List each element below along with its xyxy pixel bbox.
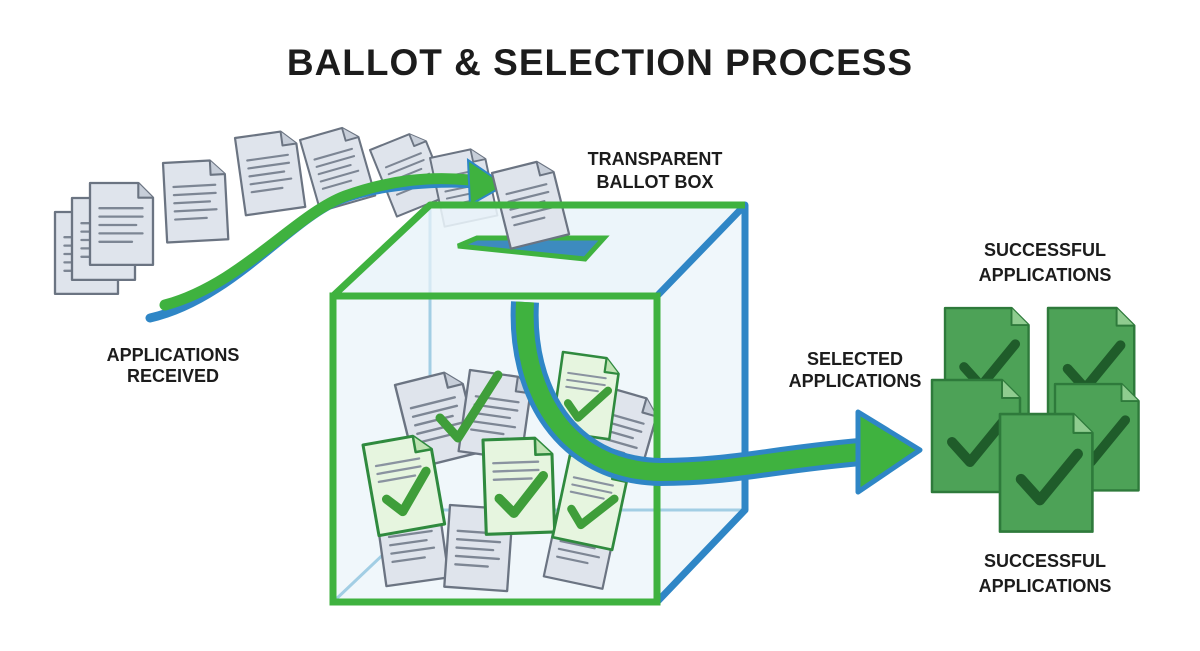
successful-applications-pile: [932, 308, 1139, 532]
label-line: APPLICATIONS: [978, 576, 1112, 596]
label-line: APPLICATIONS: [788, 371, 922, 391]
label-line: TRANSPARENT: [587, 149, 723, 169]
label-line: RECEIVED: [126, 366, 220, 386]
label-line: APPLICATIONS: [106, 345, 240, 365]
ballot-box-label: TRANSPARENT BALLOT BOX: [565, 148, 745, 194]
selected-applications-label: SELECTED APPLICATIONS: [760, 348, 950, 392]
ballot-box-contents: [363, 352, 662, 593]
successful-applications-label-top: SUCCESSFUL APPLICATIONS: [945, 238, 1145, 288]
incoming-applications-stack: [53, 181, 155, 296]
label-line: SUCCESSFUL: [983, 240, 1106, 260]
label-line: BALLOT BOX: [596, 172, 714, 192]
successful-applications-label-bottom: SUCCESSFUL APPLICATIONS: [945, 549, 1145, 599]
applications-received-label: APPLICATIONS RECEIVED: [78, 345, 268, 387]
label-line: SUCCESSFUL: [983, 551, 1106, 571]
checkmark-icon: [435, 370, 503, 443]
intake-arrow: [145, 158, 507, 323]
selection-arrow: [510, 301, 923, 495]
diagram-title: BALLOT & SELECTION PROCESS: [286, 42, 914, 83]
label-line: APPLICATIONS: [978, 265, 1112, 285]
label-line: SELECTED: [806, 349, 903, 369]
